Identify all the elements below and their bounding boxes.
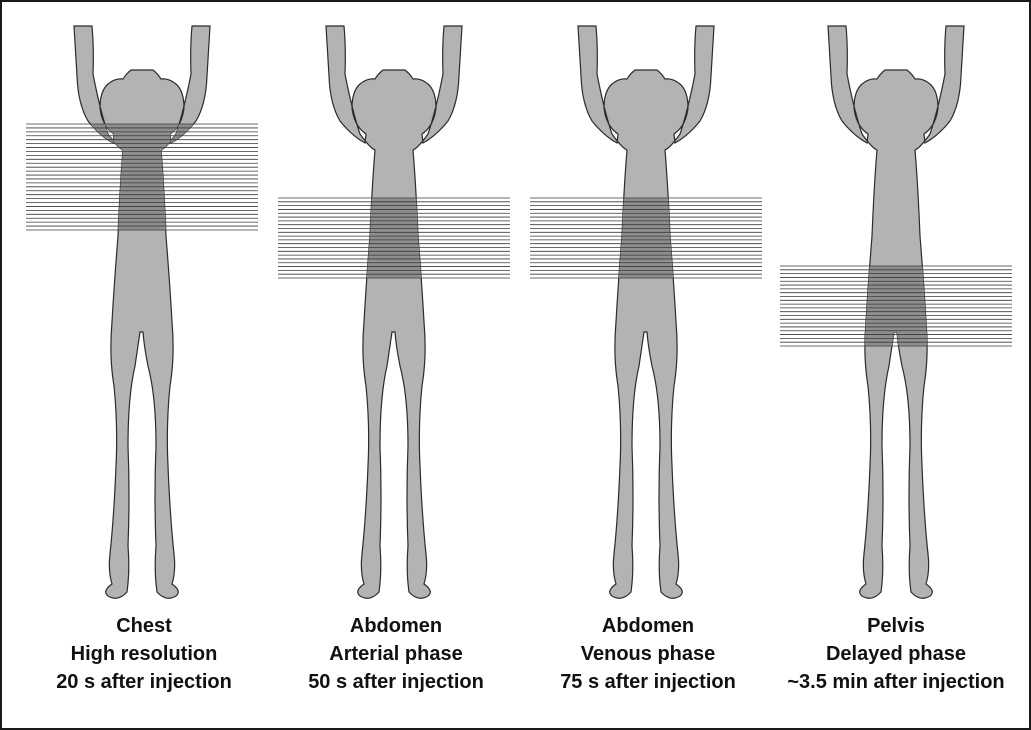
body-silhouette [578, 26, 714, 598]
figure-panel-1 [26, 26, 258, 598]
caption-timing: 50 s after injection [271, 668, 521, 696]
figure-panel-2 [278, 26, 510, 598]
caption-detail: Venous phase [523, 640, 773, 668]
figure-panel-4 [780, 26, 1012, 598]
caption-abdomen-venous: Abdomen Venous phase 75 s after injectio… [523, 612, 773, 696]
caption-detail: Arterial phase [271, 640, 521, 668]
caption-region: Pelvis [771, 612, 1021, 640]
caption-detail: High resolution [19, 640, 269, 668]
caption-timing: ~3.5 min after injection [771, 668, 1021, 696]
caption-timing: 75 s after injection [523, 668, 773, 696]
scan-overlap-shade [780, 266, 1012, 346]
scan-overlap-shade [278, 198, 510, 278]
caption-region: Abdomen [523, 612, 773, 640]
scan-overlap-shade [530, 198, 762, 278]
body-silhouette [326, 26, 462, 598]
figure-panel-3 [530, 26, 762, 598]
caption-region: Chest [19, 612, 269, 640]
caption-region: Abdomen [271, 612, 521, 640]
caption-abdomen-arterial: Abdomen Arterial phase 50 s after inject… [271, 612, 521, 696]
caption-timing: 20 s after injection [19, 668, 269, 696]
caption-pelvis: Pelvis Delayed phase ~3.5 min after inje… [771, 612, 1021, 696]
caption-detail: Delayed phase [771, 640, 1021, 668]
caption-chest: Chest High resolution 20 s after injecti… [19, 612, 269, 696]
body-silhouette [74, 26, 210, 598]
